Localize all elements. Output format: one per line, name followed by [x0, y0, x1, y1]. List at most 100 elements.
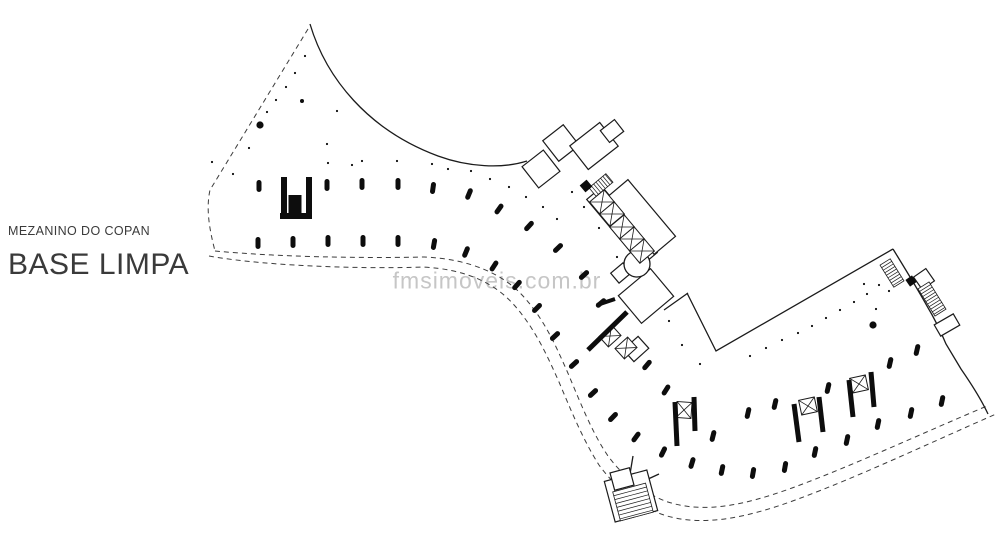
column-pill	[290, 236, 296, 248]
column-pill	[395, 235, 401, 247]
column-pill	[781, 461, 789, 473]
elevator-layer	[588, 189, 869, 420]
column-dot	[231, 172, 235, 176]
columns-layer	[255, 178, 946, 479]
hatch-line	[932, 304, 944, 313]
column-pill	[462, 246, 470, 258]
column-dot	[667, 319, 671, 323]
column-dot	[824, 316, 828, 320]
column-pill	[524, 220, 534, 232]
hatch-line	[933, 307, 946, 315]
column-dot	[265, 110, 269, 114]
room-outline	[599, 118, 625, 144]
shaft-cross-line	[619, 214, 625, 240]
hatch-line	[927, 296, 939, 305]
building-outline	[663, 292, 689, 311]
column-dot	[877, 283, 881, 287]
shaft-cross-line	[801, 396, 815, 416]
column-dot	[303, 54, 307, 58]
elevator-shaft	[798, 396, 818, 416]
column-pill	[688, 457, 696, 469]
hatch-line	[921, 286, 933, 295]
hatch-line	[924, 291, 936, 300]
stair-hatch-frame	[612, 482, 654, 522]
shaft-cross-line	[599, 189, 605, 215]
hatch-line	[604, 174, 613, 184]
column-dot	[874, 307, 878, 311]
column-pill	[256, 180, 262, 192]
column-pill	[907, 407, 915, 419]
hatch-line	[617, 502, 651, 512]
column-pill	[749, 467, 757, 479]
column-pill	[824, 382, 832, 394]
walls-layer	[280, 177, 917, 447]
column-dot	[300, 99, 304, 103]
column-pill	[532, 303, 542, 313]
column-dot	[748, 354, 752, 358]
shaft-cross-line	[675, 402, 693, 418]
column-pill	[642, 359, 652, 371]
column-pill	[494, 203, 504, 215]
column-dot	[852, 300, 856, 304]
shaft-cross-line	[639, 238, 645, 264]
boundary-dashed	[207, 28, 309, 252]
column-dot	[488, 177, 492, 181]
wall-segment	[586, 310, 629, 352]
column-dot	[887, 289, 891, 293]
hatch-line	[930, 302, 942, 310]
core-mass	[905, 275, 917, 287]
column-pill	[709, 430, 717, 442]
column-dot	[247, 146, 251, 150]
hatch-line	[602, 176, 611, 185]
column-pill	[661, 384, 671, 396]
shaft-cross-line	[623, 337, 629, 359]
column-dot	[698, 362, 702, 366]
room-outline	[541, 123, 581, 163]
column-dot	[210, 160, 214, 164]
column-dot	[865, 292, 869, 296]
column-dot	[570, 190, 574, 194]
column-pill	[938, 395, 946, 407]
column-dot	[780, 338, 784, 342]
building-outline	[309, 23, 528, 167]
column-dot	[764, 346, 768, 350]
column-dot	[395, 159, 399, 163]
column-dot	[507, 185, 511, 189]
column-dot	[335, 109, 339, 113]
column-dot	[360, 159, 364, 163]
column-dot	[555, 217, 559, 221]
column-pill	[587, 388, 599, 398]
stair-hatch	[879, 258, 905, 288]
wall-segment	[791, 403, 802, 443]
column-pill	[886, 357, 894, 369]
column-pill	[552, 243, 564, 253]
column-dot	[430, 162, 434, 166]
column-pill	[843, 434, 851, 446]
column-dot	[680, 343, 684, 347]
column-dot	[326, 161, 330, 165]
column-dot	[284, 85, 288, 89]
column-dot	[838, 308, 842, 312]
column-pill	[549, 331, 561, 341]
hatch-line	[614, 490, 648, 500]
column-dot	[293, 71, 297, 75]
building-outline	[686, 248, 894, 352]
column-dot	[597, 226, 601, 230]
hatch-line	[887, 271, 899, 279]
hatch-line	[595, 181, 604, 191]
rooms-layer	[521, 118, 961, 523]
column-pill	[874, 418, 882, 430]
column-dot	[869, 321, 877, 329]
column-pill	[771, 398, 779, 410]
hatch-line	[925, 294, 938, 302]
hatch-line	[615, 494, 649, 504]
wall-segment	[672, 401, 680, 447]
column-dot	[541, 205, 545, 209]
hatch-line	[616, 498, 650, 508]
hatch-line	[922, 289, 934, 297]
hatch-layer	[588, 173, 947, 522]
column-pill	[631, 431, 641, 443]
core-mass	[288, 195, 302, 219]
